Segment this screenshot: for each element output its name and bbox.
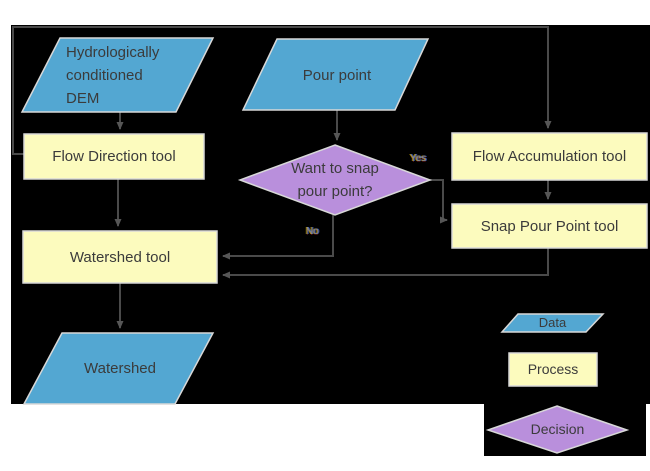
legend-decision-label: Decision bbox=[530, 421, 585, 437]
watershed-tool-node bbox=[22, 230, 218, 284]
flow-direction-node-label: Flow Direction tool bbox=[52, 148, 176, 165]
dem-node-label: Hydrologically conditioned DEM bbox=[66, 41, 196, 111]
legend-data-label: Data bbox=[538, 315, 567, 330]
watershed-node-label: Watershed bbox=[84, 360, 156, 377]
edge-flow-direction-to-flow-accumulation bbox=[12, 26, 552, 155]
edge-decision-yes-to-snap-pour-point bbox=[430, 179, 448, 224]
edge-decision-no-to-watershed-tool bbox=[222, 215, 334, 260]
edge-label-no: No bbox=[306, 226, 319, 237]
legend-process-label: Process bbox=[527, 361, 579, 377]
decision-label-line2: pour point? bbox=[297, 183, 373, 200]
edge-label-yes: Yes bbox=[410, 153, 427, 164]
decision-node bbox=[237, 144, 433, 216]
edge-snap-pour-point-to-watershed-tool bbox=[222, 248, 549, 279]
pour-point-node-label: Pour point bbox=[302, 66, 372, 84]
dem-label-line3: DEM bbox=[66, 90, 100, 107]
watershed-node bbox=[22, 332, 215, 405]
legend-data-shape bbox=[500, 313, 605, 333]
dem-label-line1: Hydrologically bbox=[66, 44, 160, 61]
dem-node bbox=[20, 37, 215, 113]
flow-accumulation-node bbox=[451, 132, 648, 181]
watershed-tool-node-label: Watershed tool bbox=[69, 248, 171, 266]
decision-label-line1: Want to snap bbox=[291, 160, 379, 177]
decision-node-label: Want to snap pour point? bbox=[255, 152, 415, 208]
legend-process-shape bbox=[508, 352, 598, 387]
flow-direction-node bbox=[23, 133, 205, 180]
legend-decision-shape bbox=[485, 405, 630, 454]
flow-accumulation-node-label: Flow Accumulation tool bbox=[472, 148, 627, 165]
dem-label-line2: conditioned bbox=[66, 67, 143, 84]
snap-pour-point-node bbox=[451, 203, 648, 249]
snap-pour-point-node-label: Snap Pour Point tool bbox=[480, 217, 619, 235]
pour-point-node bbox=[241, 38, 430, 111]
